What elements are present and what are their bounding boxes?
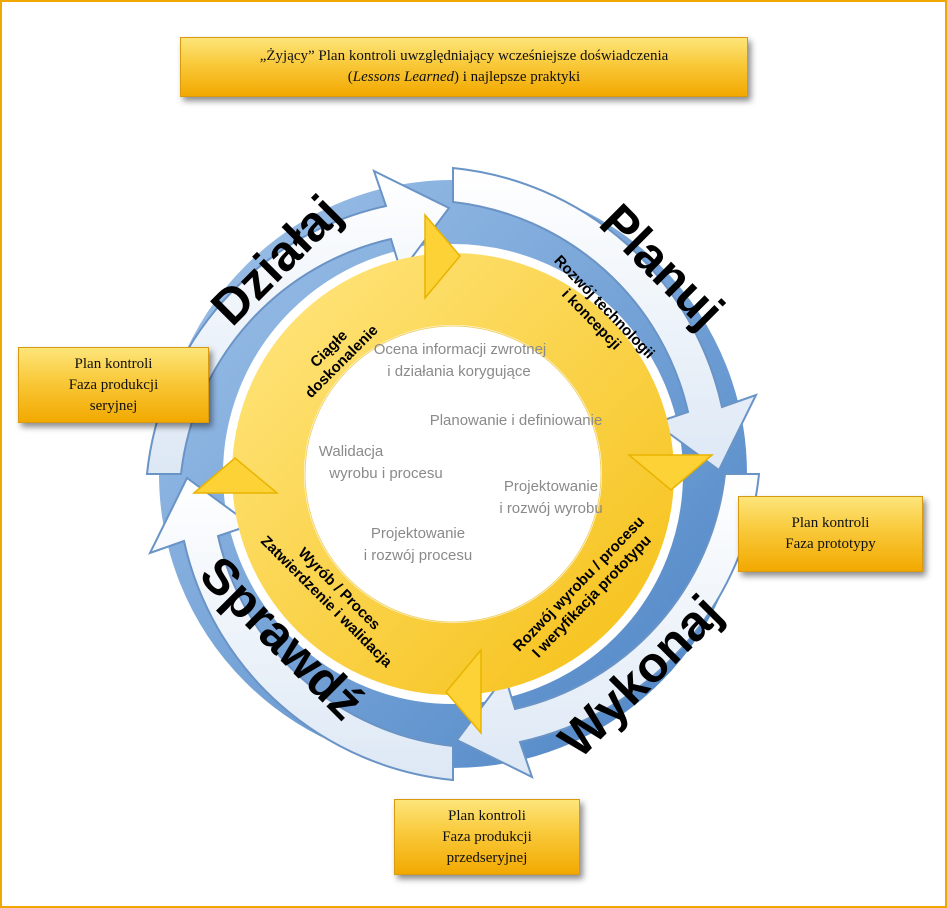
preseries-box: Plan kontroli Faza produkcji przedseryjn… (394, 799, 580, 875)
center-planning: Planowanie i definiowanie (430, 412, 603, 429)
arrow-check (148, 476, 454, 782)
center-feedback-line1: Ocena informacji zwrotnej (374, 341, 547, 358)
yellow-ring-arrowheads (191, 212, 715, 736)
lessons-learned-paren-open: ( (347, 69, 353, 85)
serial-line3: seryjnej (89, 397, 138, 414)
lessons-learned-rest: ) i najlepsze praktyki (454, 69, 581, 85)
outer-blue-ring (159, 180, 747, 768)
center-feedback-line2: i działania korygujące (387, 363, 530, 380)
serial-line2: Faza produkcji (68, 376, 159, 393)
lessons-learned-box: „Żyjący” Plan kontroli uwzględniający wc… (180, 37, 748, 97)
lessons-learned-line2: (Lessons Learned) i najlepsze praktyki (348, 67, 580, 88)
center-validation-line2: wyrobu i procesu (328, 465, 442, 482)
arrow-do (455, 473, 761, 779)
center-process-line2: i rozwój procesu (364, 547, 472, 564)
preseries-line3: przedseryjnej (446, 849, 528, 866)
yellow-ring (232, 253, 674, 695)
center-product-line2: i rozwój wyrobu (499, 500, 602, 517)
preseries-line1: Plan kontroli (448, 807, 526, 824)
prototype-box: Plan kontroli Faza prototypy (738, 496, 923, 572)
center-process-line1: Projektowanie (371, 525, 465, 542)
lessons-learned-line1: „Żyjący” Plan kontroli uwzględniający wc… (259, 48, 669, 64)
lessons-learned-italic: Lessons Learned (352, 69, 455, 85)
arrow-plan (452, 166, 758, 472)
serial-line1: Plan kontroli (74, 355, 153, 372)
prototype-line1: Plan kontroli (791, 515, 870, 531)
serial-production-box: Plan kontroli Faza produkcji seryjnej (18, 347, 209, 423)
center-product-line1: Projektowanie (504, 478, 598, 495)
prototype-line2: Faza prototypy (785, 536, 876, 552)
center-disc (304, 325, 602, 623)
center-validation-line1: Walidacja (319, 443, 384, 460)
preseries-line2: Faza produkcji (442, 828, 532, 845)
